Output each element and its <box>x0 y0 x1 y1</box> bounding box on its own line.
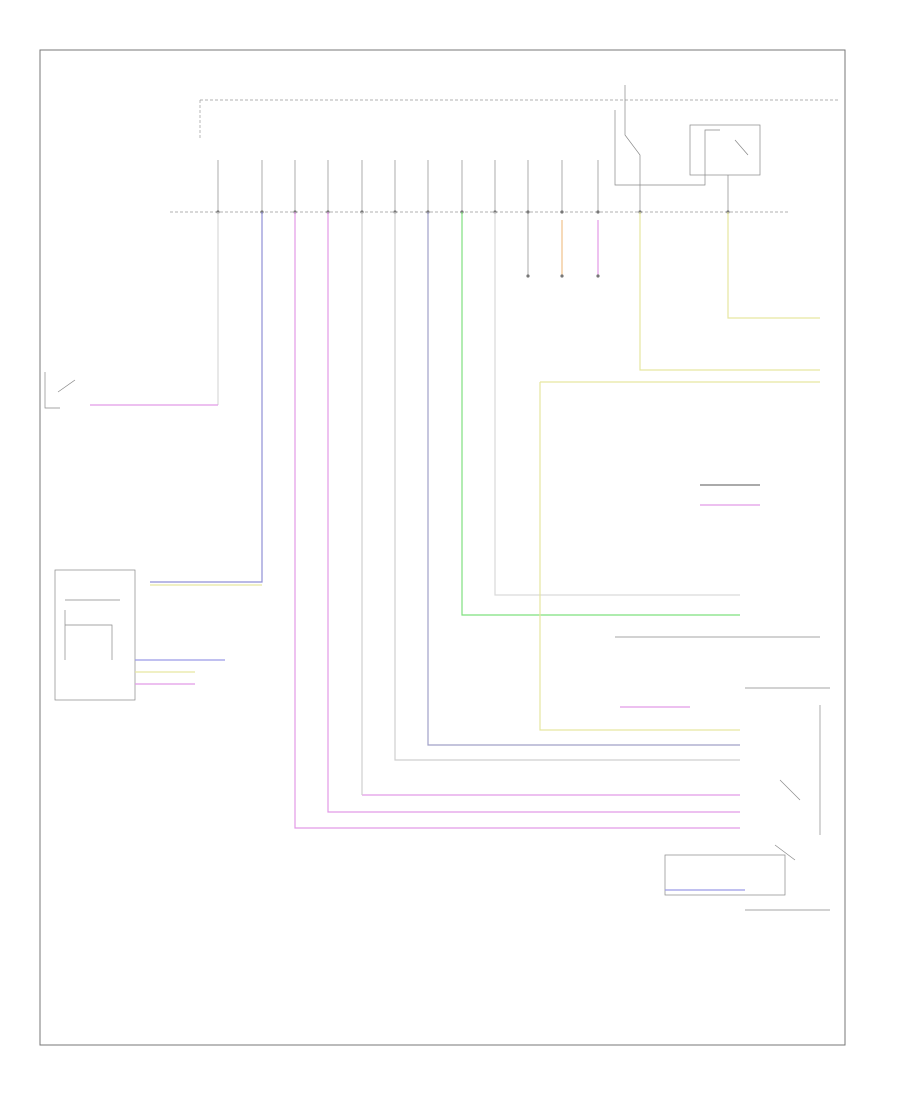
left-sensor <box>54 569 225 701</box>
module-boundary <box>199 99 840 140</box>
left-switch <box>44 372 76 409</box>
wire-violet <box>150 212 263 583</box>
stub-connectors <box>526 212 600 278</box>
diagram-frame <box>39 49 846 1046</box>
relay-switch <box>727 139 749 212</box>
wire-gray-2 <box>394 212 740 761</box>
wire-pink-2 <box>327 212 740 813</box>
right-connectors <box>615 484 830 708</box>
headlamp-switch <box>664 705 830 911</box>
wire-gray-3 <box>494 212 740 596</box>
wire-blue-gray <box>427 212 740 746</box>
relay-box <box>689 124 761 176</box>
top-fuse-block <box>614 85 761 212</box>
fuse-wire <box>614 85 720 212</box>
wire-yellow-top <box>639 212 820 371</box>
wire-yellow-relay <box>727 212 820 319</box>
module-pins <box>216 160 730 214</box>
wire-yellow-right <box>539 382 740 731</box>
wire-green <box>461 212 740 616</box>
wire-pink-1 <box>294 212 740 829</box>
